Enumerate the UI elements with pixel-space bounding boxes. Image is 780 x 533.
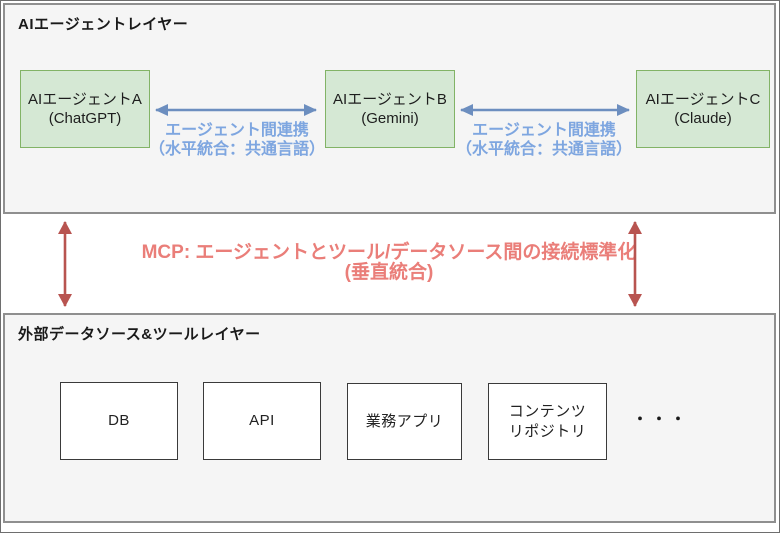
mcp-label: MCP: エージェントとツール/データソース間の接続標準化 (垂直統合) [141,242,637,283]
tool-box-business-app: 業務アプリ [347,383,462,460]
agent-box-chatgpt: AIエージェントA (ChatGPT) [20,70,150,148]
agent-product: (Gemini) [361,110,419,127]
agent-name: AIエージェントC [645,91,761,108]
agent-product: (ChatGPT) [48,110,122,127]
agent-connection-label-1: エージェント間連携 （水平統合：共通言語） [148,122,325,158]
tool-box-db: DB [60,382,178,460]
tool-box-api: API [203,382,321,460]
more-tools-ellipsis: ・・・ [632,411,690,428]
tool-box-content-repository: コンテンツ リポジトリ [488,383,607,460]
agent-box-gemini: AIエージェントB (Gemini) [325,70,455,148]
external-tool-layer-title: 外部データソース&ツールレイヤー [18,326,261,343]
agent-box-claude: AIエージェントC (Claude) [636,70,770,148]
ai-agent-layer-title: AIエージェントレイヤー [18,16,189,33]
agent-name: AIエージェントB [333,91,447,108]
agent-product: (Claude) [674,110,732,127]
agent-name: AIエージェントA [28,91,142,108]
agent-connection-label-2: エージェント間連携 （水平統合：共通言語） [455,122,632,158]
